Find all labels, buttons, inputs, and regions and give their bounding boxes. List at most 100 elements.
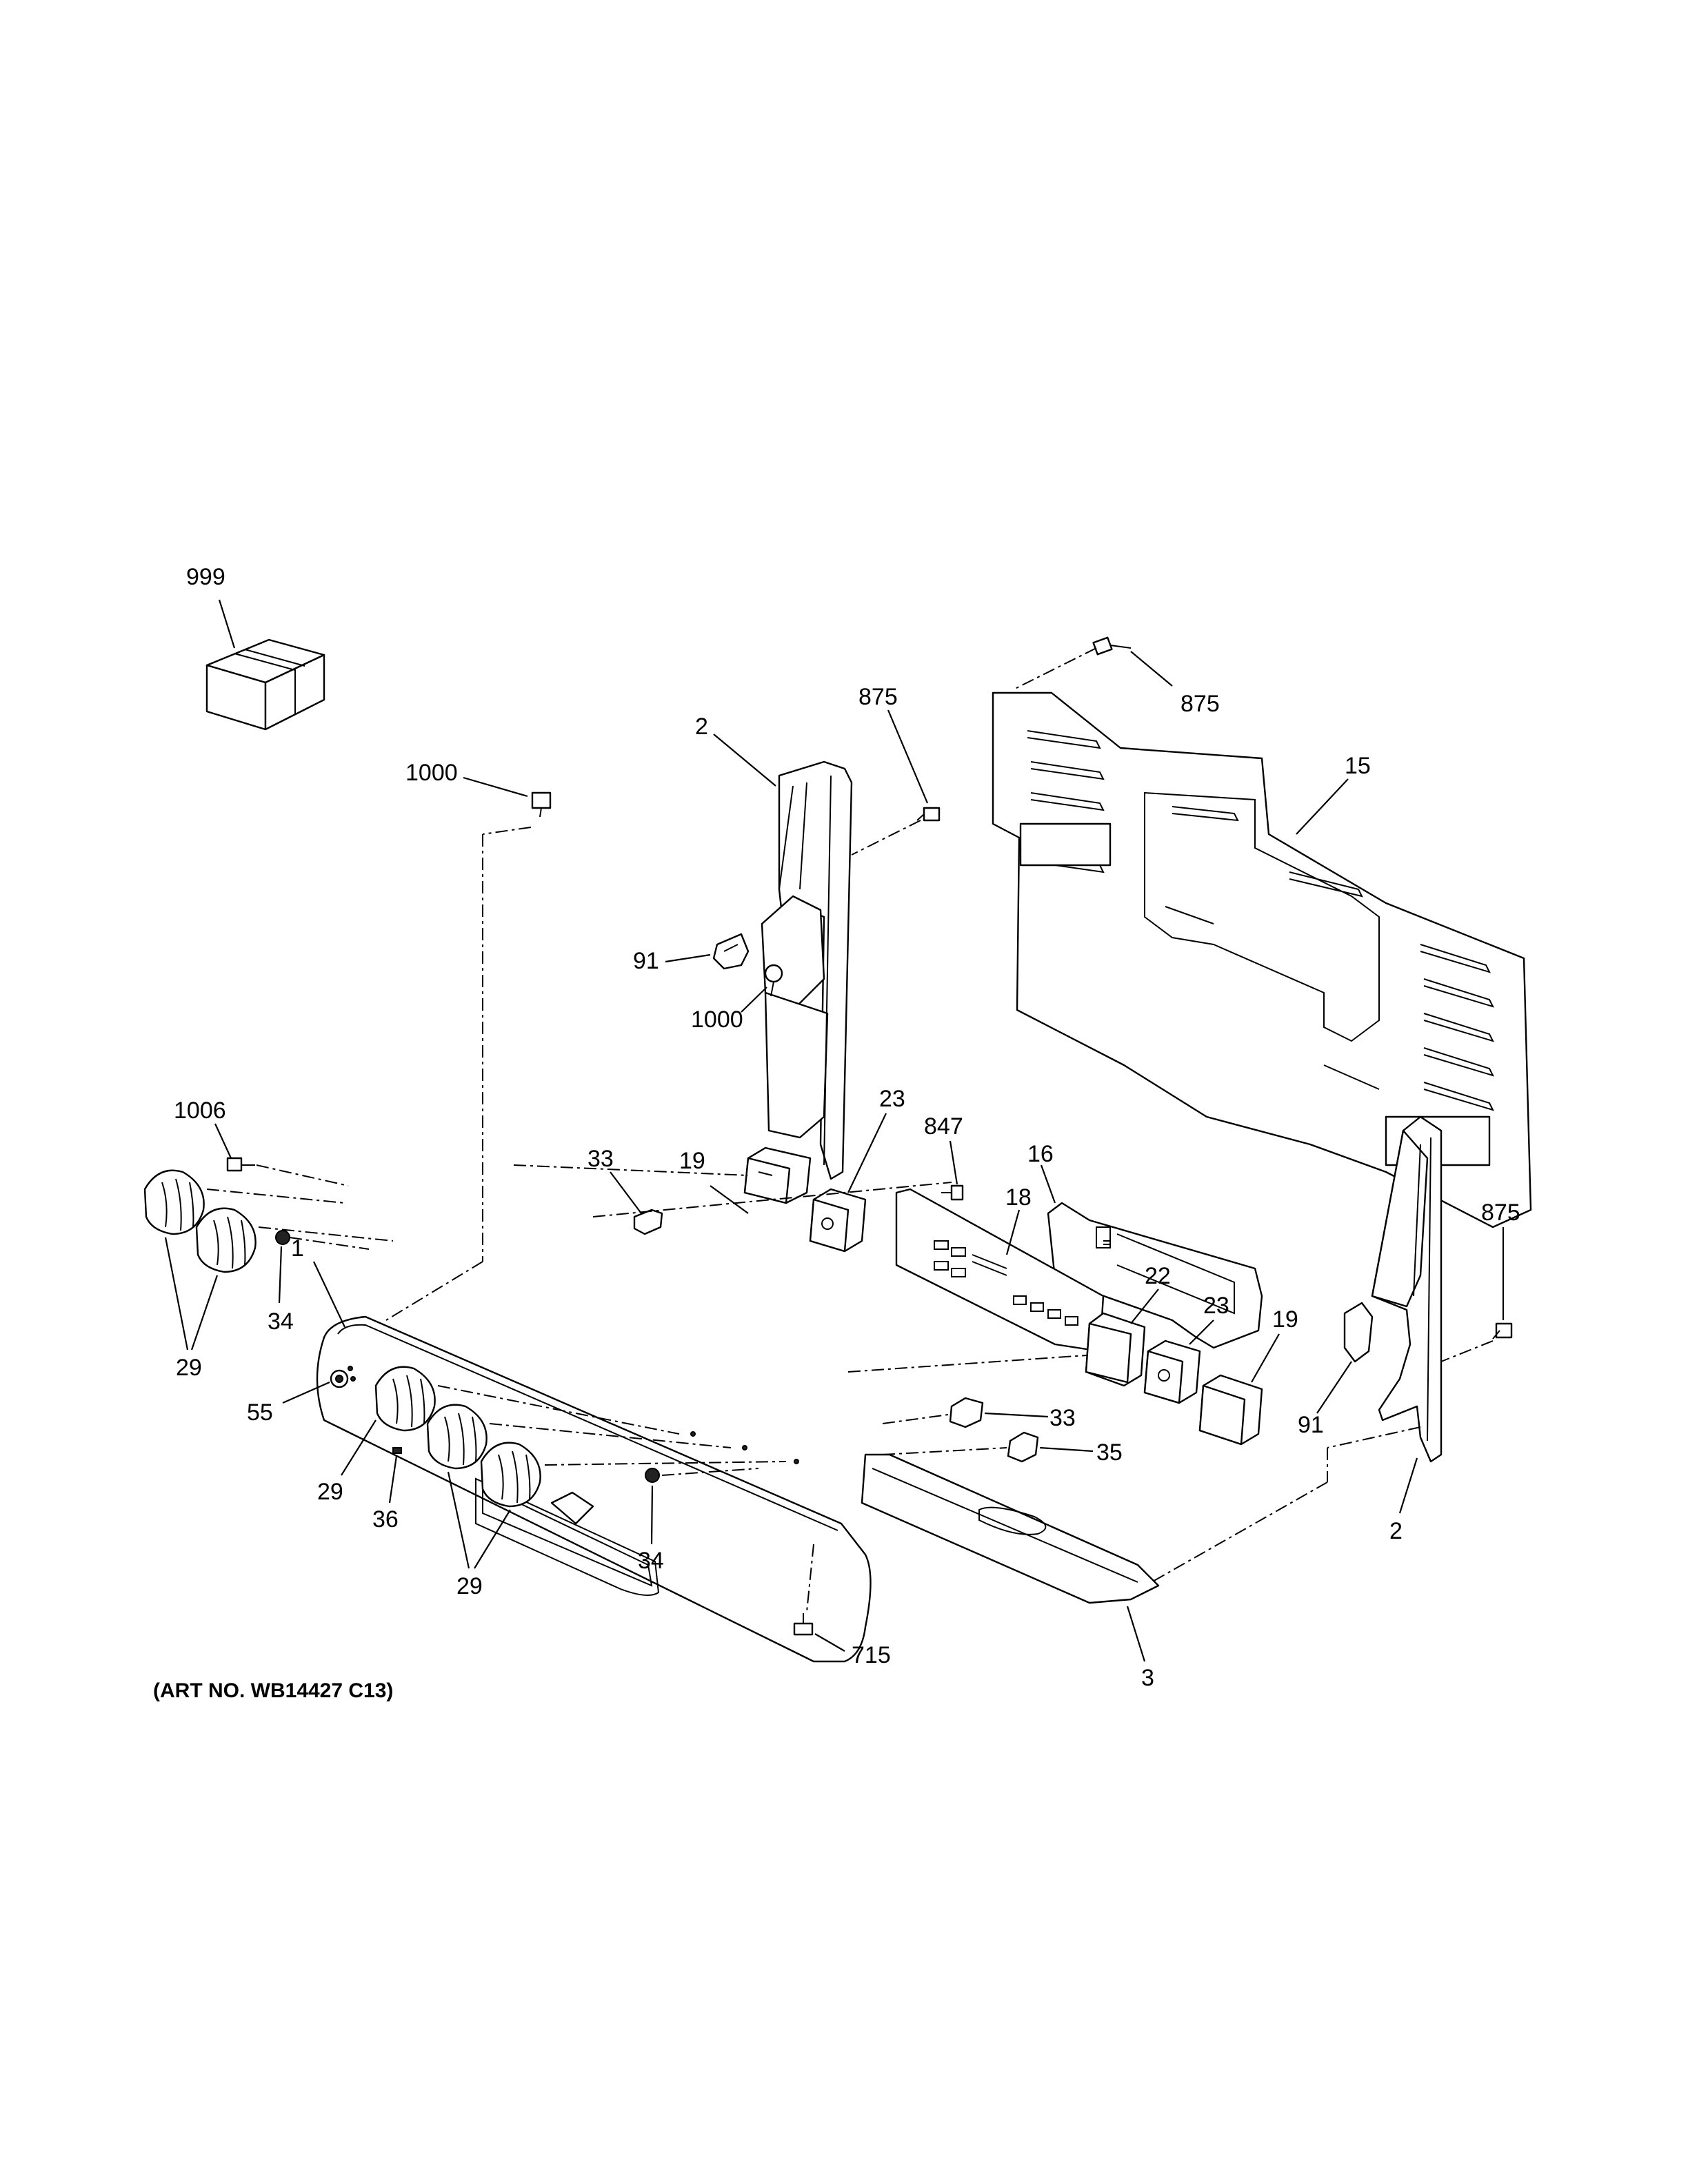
part-35-clip bbox=[1007, 1431, 1039, 1463]
part-3-trim bbox=[861, 1453, 1160, 1604]
part-29-knob-lower-b bbox=[426, 1404, 488, 1470]
leader-91-left bbox=[665, 953, 711, 963]
leader-19-upper bbox=[710, 1185, 749, 1214]
centerline-19-upper bbox=[513, 1164, 749, 1176]
callout-34-lower: 34 bbox=[638, 1548, 664, 1574]
art-number: (ART NO. WB14427 C13) bbox=[153, 1679, 393, 1702]
callout-16: 16 bbox=[1027, 1141, 1054, 1167]
leader-847 bbox=[949, 1140, 958, 1185]
centerline-knob-e bbox=[544, 1461, 787, 1466]
leader-999 bbox=[218, 599, 236, 649]
leader-18 bbox=[1005, 1209, 1021, 1255]
centerline-knob-d bbox=[489, 1423, 732, 1448]
callout-33-lower: 33 bbox=[1049, 1405, 1076, 1431]
centerline-34-upper bbox=[289, 1237, 370, 1250]
callout-875-mid: 875 bbox=[858, 684, 898, 710]
leader-875-top bbox=[1130, 651, 1173, 687]
part-29-knob-upper-a bbox=[143, 1169, 205, 1235]
part-1000-screw-upper bbox=[531, 791, 552, 818]
leader-1000-lower bbox=[741, 987, 767, 1013]
callout-36: 36 bbox=[372, 1506, 399, 1533]
callout-875-right: 875 bbox=[1481, 1200, 1520, 1226]
callout-2-right: 2 bbox=[1389, 1518, 1403, 1544]
centerline-2-right-c bbox=[1151, 1482, 1328, 1583]
centerline-knob-c bbox=[437, 1385, 680, 1435]
centerline-knob-b bbox=[258, 1226, 394, 1242]
leader-1 bbox=[313, 1261, 345, 1328]
leader-23-upper bbox=[847, 1113, 887, 1193]
callout-22: 22 bbox=[1145, 1263, 1171, 1289]
part-2-end-bracket-right bbox=[1371, 1115, 1443, 1463]
part-91-clip-right bbox=[1343, 1302, 1374, 1363]
callout-33-upper: 33 bbox=[587, 1146, 614, 1172]
part-999-box bbox=[205, 638, 325, 731]
callout-1: 1 bbox=[291, 1235, 304, 1262]
leader-23-right bbox=[1189, 1320, 1214, 1345]
centerline-715 bbox=[806, 1544, 814, 1612]
callout-35: 35 bbox=[1096, 1439, 1123, 1466]
leader-55 bbox=[282, 1381, 330, 1404]
part-18-keypad bbox=[895, 1188, 1105, 1353]
leader-29-lower-b bbox=[474, 1509, 511, 1569]
centerline-875-mid bbox=[851, 820, 921, 856]
leader-29-lower-left bbox=[341, 1419, 376, 1476]
leader-2-left bbox=[713, 734, 776, 787]
centerline-1006 bbox=[256, 1164, 349, 1186]
leader-33-upper bbox=[610, 1171, 642, 1214]
centerline-875-top bbox=[1013, 647, 1097, 690]
part-875-screw-right bbox=[1492, 1322, 1513, 1339]
centerline-1000 bbox=[482, 827, 532, 835]
centerline-knob-a bbox=[206, 1189, 345, 1204]
leader-715 bbox=[814, 1633, 845, 1652]
callout-1000-upper: 1000 bbox=[405, 760, 458, 786]
part-15-back-panel bbox=[992, 691, 1532, 1228]
callout-847: 847 bbox=[924, 1113, 963, 1140]
leader-35 bbox=[1039, 1446, 1094, 1453]
centerline-34-lower bbox=[661, 1468, 759, 1476]
callout-2-left: 2 bbox=[695, 714, 708, 740]
callout-1006: 1006 bbox=[174, 1098, 226, 1124]
leader-29-upper-b bbox=[190, 1275, 219, 1351]
callout-29-lower: 29 bbox=[456, 1573, 483, 1599]
centerline-33-lower bbox=[882, 1414, 949, 1424]
centerline-1000-diag bbox=[385, 1261, 483, 1321]
leader-3 bbox=[1126, 1606, 1146, 1662]
part-847-screw bbox=[941, 1184, 964, 1201]
callout-875-top: 875 bbox=[1180, 691, 1220, 717]
callout-29-lower-left: 29 bbox=[317, 1479, 343, 1505]
part-33-clip-upper bbox=[633, 1209, 663, 1235]
callout-3: 3 bbox=[1141, 1665, 1154, 1691]
callout-55: 55 bbox=[247, 1399, 273, 1426]
part-29-knob-lower-a bbox=[374, 1366, 436, 1432]
leader-29-lower-a bbox=[447, 1471, 470, 1569]
centerline-875-right bbox=[1440, 1340, 1494, 1362]
part-1000-screw-lower bbox=[764, 964, 783, 997]
leader-36 bbox=[388, 1455, 398, 1504]
leader-29-upper-a bbox=[164, 1237, 189, 1351]
part-55-washer bbox=[330, 1369, 349, 1388]
leader-22 bbox=[1130, 1288, 1159, 1324]
part-36-spring bbox=[392, 1447, 402, 1454]
part-2-end-bracket-left bbox=[761, 760, 853, 1180]
callout-15: 15 bbox=[1345, 753, 1371, 779]
part-29-knob-upper-b bbox=[195, 1207, 257, 1273]
callout-23-upper: 23 bbox=[879, 1086, 905, 1112]
part-34-nut-upper bbox=[275, 1230, 290, 1245]
centerline-33-upper bbox=[592, 1182, 952, 1217]
leader-91-right bbox=[1316, 1361, 1352, 1414]
part-29-knob-lower-c bbox=[480, 1442, 541, 1508]
part-875-screw-mid bbox=[916, 807, 941, 822]
part-1006-screw bbox=[226, 1157, 255, 1172]
callout-34-upper: 34 bbox=[268, 1308, 294, 1335]
centerline-18 bbox=[847, 1354, 1097, 1373]
part-22-switch bbox=[1085, 1312, 1146, 1387]
leader-875-mid bbox=[887, 709, 929, 804]
callout-18: 18 bbox=[1005, 1184, 1032, 1211]
callout-1000-lower: 1000 bbox=[691, 1007, 743, 1033]
part-875-screw-top bbox=[1092, 636, 1132, 656]
part-23-switch-right bbox=[1143, 1339, 1201, 1404]
callout-labels: 999 1000 2 875 875 15 91 1000 1 1006 23 … bbox=[153, 564, 1520, 1702]
part-1-control-panel bbox=[316, 1315, 872, 1663]
part-23-switch-upper bbox=[809, 1188, 867, 1253]
